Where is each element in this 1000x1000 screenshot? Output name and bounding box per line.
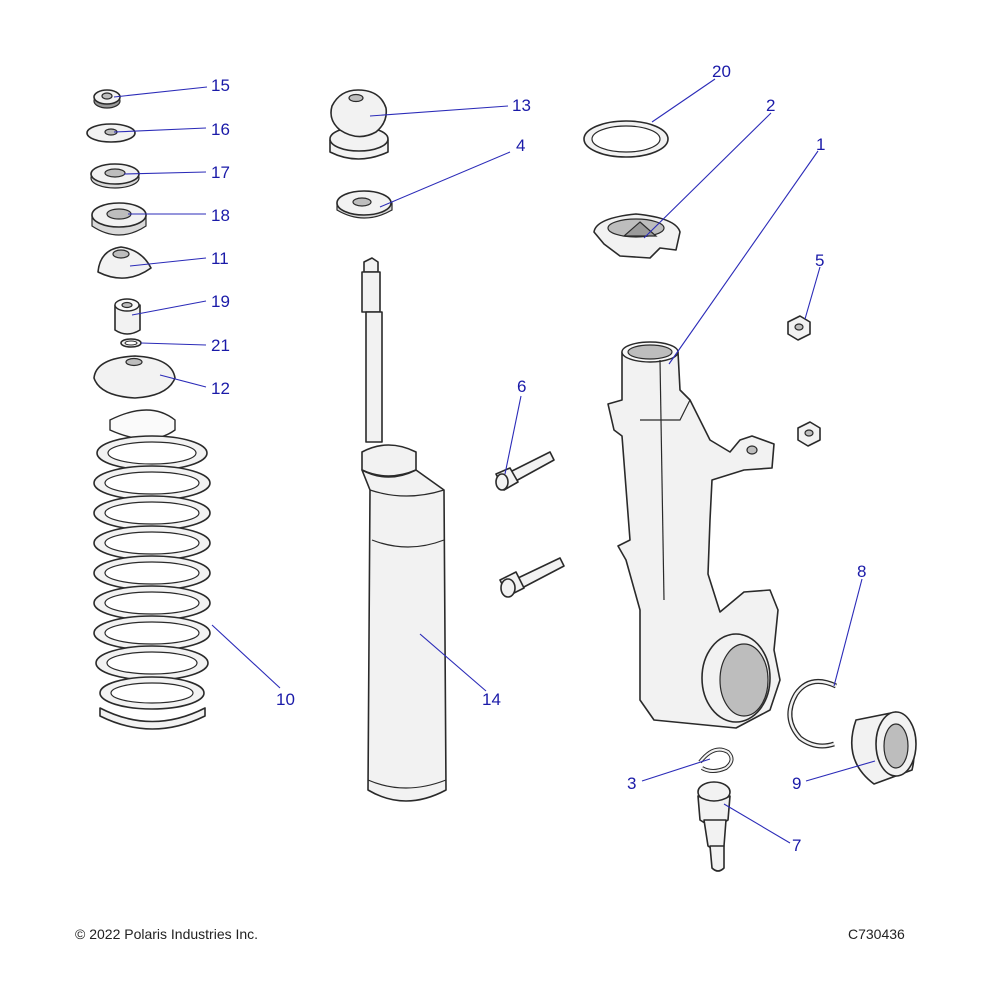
part-17-washer <box>90 163 140 189</box>
callout-11: 11 <box>211 249 229 268</box>
part-2-bearing-cap <box>593 213 681 259</box>
callout-14: 14 <box>482 690 501 709</box>
part-20-seal-ring <box>583 120 669 158</box>
part-bolt-lower <box>499 557 565 598</box>
callout-9: 9 <box>792 774 802 793</box>
callout-16: 16 <box>211 120 230 139</box>
part-21-oring <box>120 338 142 348</box>
part-5-nut <box>787 315 811 341</box>
copyright-text: © 2022 Polaris Industries Inc. <box>75 926 259 942</box>
part-3-retaining-ring <box>698 747 734 773</box>
part-10-coil-spring <box>93 409 211 730</box>
callout-12: 12 <box>211 379 230 398</box>
part-9-bearing <box>850 711 917 785</box>
part-13-bump-stop <box>329 89 389 160</box>
part-14-shock-absorber <box>361 257 447 802</box>
callout-7: 7 <box>792 836 802 855</box>
part-15-nut <box>93 89 121 109</box>
callout-18: 18 <box>211 206 230 225</box>
part-7-ball-joint <box>697 781 731 872</box>
callout-6: 6 <box>517 377 527 396</box>
callout-15: 15 <box>211 76 230 95</box>
callout-21: 21 <box>211 336 230 355</box>
part-11-cone <box>97 246 152 279</box>
callout-5: 5 <box>815 251 825 270</box>
part-16-washer <box>86 123 136 143</box>
callout-2: 2 <box>766 96 776 115</box>
part-6-bolt <box>495 451 555 491</box>
diagram-code: C730436 <box>848 926 905 942</box>
callout-8: 8 <box>857 562 867 581</box>
part-4-washer <box>336 190 393 219</box>
callout-3: 3 <box>627 774 637 793</box>
part-nut-lower <box>797 421 821 447</box>
callout-17: 17 <box>211 163 230 182</box>
part-8-snap-ring <box>787 679 838 749</box>
part-18-bearing <box>91 202 147 236</box>
callout-10: 10 <box>276 690 295 709</box>
leader-lines <box>113 78 876 844</box>
callout-4: 4 <box>516 136 526 155</box>
callout-1: 1 <box>816 135 826 154</box>
callout-20: 20 <box>712 62 731 81</box>
part-1-knuckle <box>607 341 781 729</box>
part-19-spacer <box>114 298 141 335</box>
callout-13: 13 <box>512 96 531 115</box>
part-12-spring-cup <box>93 355 176 399</box>
callout-19: 19 <box>211 292 230 311</box>
